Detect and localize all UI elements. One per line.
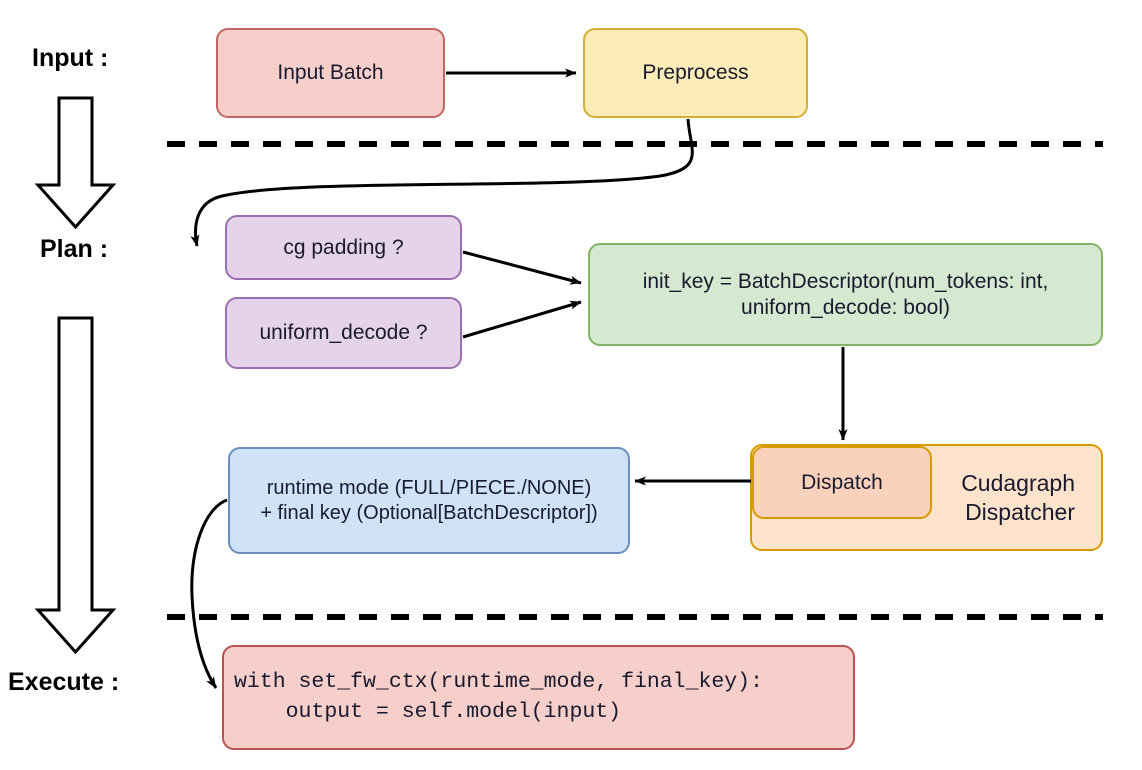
flow-arrow-plan-to-execute <box>34 316 117 655</box>
flow-arrow-input-to-plan <box>34 96 117 230</box>
node-runtime-mode-line1: runtime mode (FULL/PIECE./NONE) <box>266 477 592 500</box>
node-uniform-decode[interactable]: uniform_decode ? <box>225 297 462 369</box>
node-cg-padding[interactable]: cg padding ? <box>225 215 462 280</box>
connector-uniform-decode-to-init-key <box>462 300 582 339</box>
node-init-key[interactable]: init_key = BatchDescriptor(num_tokens: i… <box>588 243 1103 346</box>
node-cudagraph-dispatcher-line1: Cudagraph <box>961 470 1075 497</box>
node-runtime-mode-line2: + final key (Optional[BatchDescriptor]) <box>260 501 598 524</box>
connector-cg-padding-to-init-key <box>462 250 582 285</box>
stage-label-input: Input : <box>32 44 109 72</box>
node-init-key-line1: init_key = BatchDescriptor(num_tokens: i… <box>642 269 1049 293</box>
node-runtime-mode[interactable]: runtime mode (FULL/PIECE./NONE) + final … <box>228 447 630 554</box>
node-preprocess[interactable]: Preprocess <box>583 28 808 118</box>
node-execute-code-line2: output = self.model(input) <box>234 699 622 724</box>
node-dispatch[interactable]: Dispatch <box>752 446 932 519</box>
node-cudagraph-dispatcher-line2: Dispatcher <box>965 498 1075 525</box>
node-execute-code-line1: with set_fw_ctx(runtime_mode, final_key)… <box>234 670 763 695</box>
stage-label-execute: Execute : <box>8 668 120 696</box>
stage-label-plan: Plan : <box>40 235 109 263</box>
node-execute-code[interactable]: with set_fw_ctx(runtime_mode, final_key)… <box>222 645 855 750</box>
node-init-key-line2: uniform_decode: bool) <box>741 295 950 319</box>
node-input-batch[interactable]: Input Batch <box>216 28 445 118</box>
